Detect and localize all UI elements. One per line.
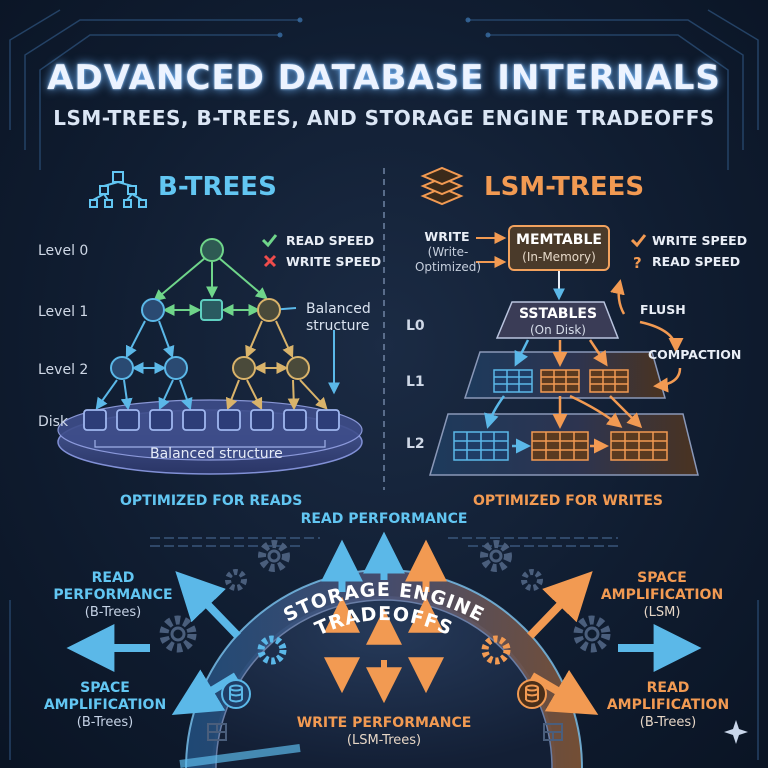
tradeoff-bottom: WRITE PERFORMANCE (LSM-Trees): [296, 715, 472, 748]
l2-sstables: [453, 431, 668, 461]
gear-icon: [159, 540, 611, 653]
disk-pages: [83, 409, 340, 431]
check-icon: [261, 234, 278, 248]
tradeoff-left-bottom: SPACE AMPLIFICATION (B-Trees): [43, 680, 167, 730]
tradeoff-right-top: SPACE AMPLIFICATION (LSM): [600, 570, 724, 620]
tree-hierarchy-icon: [89, 171, 147, 208]
btree-level-2: Level 2: [38, 362, 89, 378]
level2-node: [286, 356, 310, 380]
tradeoff-arc: [186, 570, 582, 768]
question-icon: ?: [633, 254, 642, 272]
layers-stack-icon: [420, 166, 464, 206]
memtable-subtitle: (In-Memory): [522, 250, 596, 264]
database-icon: [221, 679, 251, 709]
tradeoff-top-label: READ PERFORMANCE: [300, 511, 468, 527]
balanced-note: Balanced structure: [306, 301, 371, 334]
lsm-level-l0: L0: [406, 318, 425, 334]
disk-label: Balanced structure: [150, 446, 283, 462]
memtable-box: [508, 225, 610, 271]
l1-sstables: [493, 369, 629, 393]
gear-icon: [257, 635, 511, 665]
root-node: [200, 238, 224, 262]
database-icon: [517, 679, 547, 709]
check-icon: [630, 234, 647, 248]
write-sublabel: (Write- Optimized): [414, 245, 482, 274]
flush-label: FLUSH: [640, 302, 686, 317]
btree-optimized-label: OPTIMIZED FOR READS: [120, 493, 303, 509]
lsm-optimized-label: OPTIMIZED FOR WRITES: [473, 493, 664, 509]
level1-node-left: [141, 298, 165, 322]
page-subtitle: LSM-TREES, B-TREES, AND STORAGE ENGINE T…: [53, 106, 715, 130]
write-label: WRITE: [424, 229, 470, 244]
btree-legend-write: WRITE SPEED: [286, 254, 382, 269]
sparkle-icon: [724, 720, 748, 744]
btree-level-0: Level 0: [38, 243, 89, 259]
btree-legend-read: READ SPEED: [286, 233, 375, 248]
tradeoff-right-bottom: READ AMPLIFICATION (B-Trees): [606, 680, 730, 730]
memtable-title: MEMTABLE: [516, 232, 602, 248]
sstables-subtitle: (On Disk): [529, 323, 586, 337]
page-title: ADVANCED DATABASE INTERNALS: [47, 58, 721, 98]
lsm-legend-write: WRITE SPEED: [652, 233, 748, 248]
btree-level-disk: Disk: [38, 414, 69, 430]
level2-node: [110, 356, 134, 380]
compaction-label: COMPACTION: [648, 347, 742, 362]
cross-icon: [263, 254, 277, 268]
level1-node-middle: [200, 299, 223, 321]
lsm-legend-read: READ SPEED: [652, 254, 741, 269]
level2-node: [232, 356, 256, 380]
btree-heading: B-TREES: [158, 172, 277, 202]
sstables-title: SSTABLES: [518, 306, 598, 322]
lsm-level-l1: L1: [406, 374, 425, 390]
brick-icon: [207, 723, 563, 741]
lsm-heading: LSM-TREES: [484, 172, 645, 202]
level1-node-right: [257, 298, 281, 322]
tradeoff-left-top: READ PERFORMANCE (B-Trees): [53, 570, 173, 620]
sstables-layer-l0: [495, 301, 620, 339]
lsm-level-l2: L2: [406, 436, 425, 452]
circuit-decoration: [9, 9, 759, 760]
btree-level-1: Level 1: [38, 304, 89, 320]
level2-node: [164, 356, 188, 380]
